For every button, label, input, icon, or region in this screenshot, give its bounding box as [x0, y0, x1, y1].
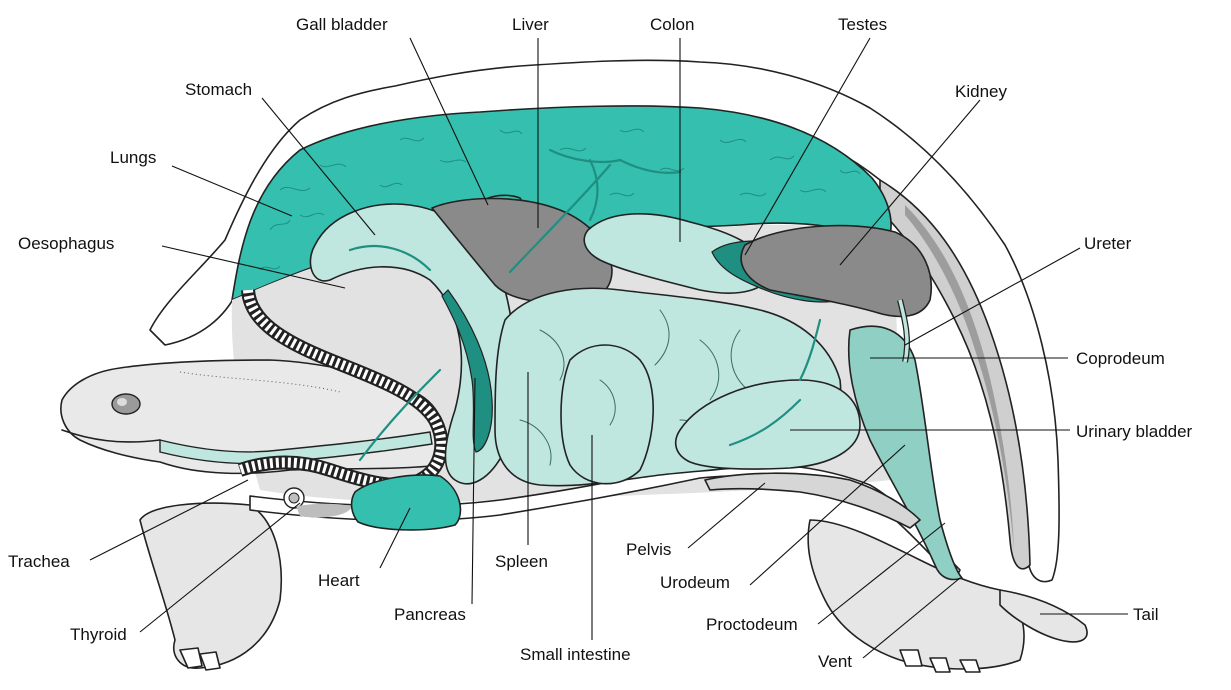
eye-highlight	[117, 398, 127, 406]
label-ureter: Ureter	[1084, 234, 1132, 253]
label-urodeum: Urodeum	[660, 573, 730, 592]
label-heart: Heart	[318, 571, 360, 590]
label-trachea: Trachea	[8, 552, 70, 571]
label-pancreas: Pancreas	[394, 605, 466, 624]
label-liver: Liver	[512, 15, 549, 34]
label-tail: Tail	[1133, 605, 1159, 624]
label-colon: Colon	[650, 15, 694, 34]
label-kidney: Kidney	[955, 82, 1007, 101]
label-urinary-bladder: Urinary bladder	[1076, 422, 1193, 441]
label-spleen: Spleen	[495, 552, 548, 571]
label-pelvis: Pelvis	[626, 540, 671, 559]
label-vent: Vent	[818, 652, 852, 671]
label-stomach: Stomach	[185, 80, 252, 99]
front-leg	[140, 503, 281, 668]
hind-leg	[808, 520, 1024, 669]
label-proctodeum: Proctodeum	[706, 615, 798, 634]
label-thyroid: Thyroid	[70, 625, 127, 644]
label-coprodeum: Coprodeum	[1076, 349, 1165, 368]
thyroid-center	[289, 493, 299, 503]
label-oesophagus: Oesophagus	[18, 234, 114, 253]
label-lungs: Lungs	[110, 148, 156, 167]
label-small-intestine: Small intestine	[520, 645, 631, 664]
small-intestine-loop	[561, 345, 653, 484]
label-gall-bladder: Gall bladder	[296, 15, 388, 34]
label-testes: Testes	[838, 15, 887, 34]
